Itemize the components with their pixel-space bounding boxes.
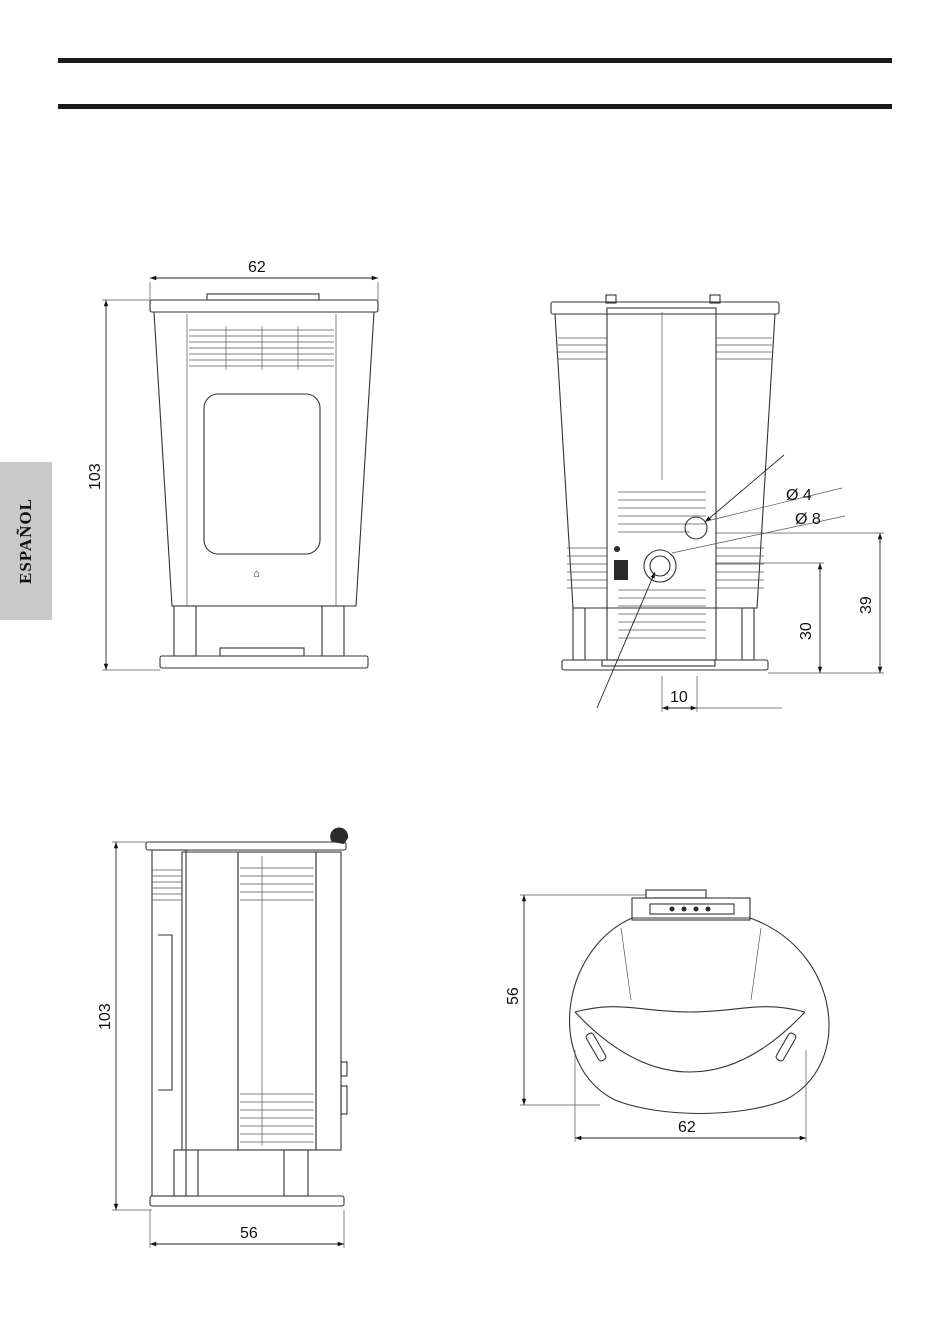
outlet-height-high-label: 39	[858, 596, 875, 614]
diameter-large-label: Ø 8	[795, 511, 821, 528]
offset-label: 10	[670, 689, 688, 706]
side-depth-label: 56	[240, 1225, 258, 1242]
front-width-label: 62	[248, 259, 266, 276]
side-view	[146, 828, 348, 1206]
rear-view	[551, 295, 779, 670]
top-width-label: 62	[678, 1119, 696, 1136]
svg-text:⌂: ⌂	[253, 568, 260, 580]
outlet-height-low-label: 30	[798, 622, 815, 640]
side-height-label: 103	[97, 1003, 114, 1030]
front-height-label: 103	[87, 463, 104, 490]
front-view: ⌂	[150, 294, 378, 668]
top-view	[570, 890, 829, 1114]
top-depth-label: 56	[505, 987, 522, 1005]
diameter-small-label: Ø 4	[786, 487, 812, 504]
